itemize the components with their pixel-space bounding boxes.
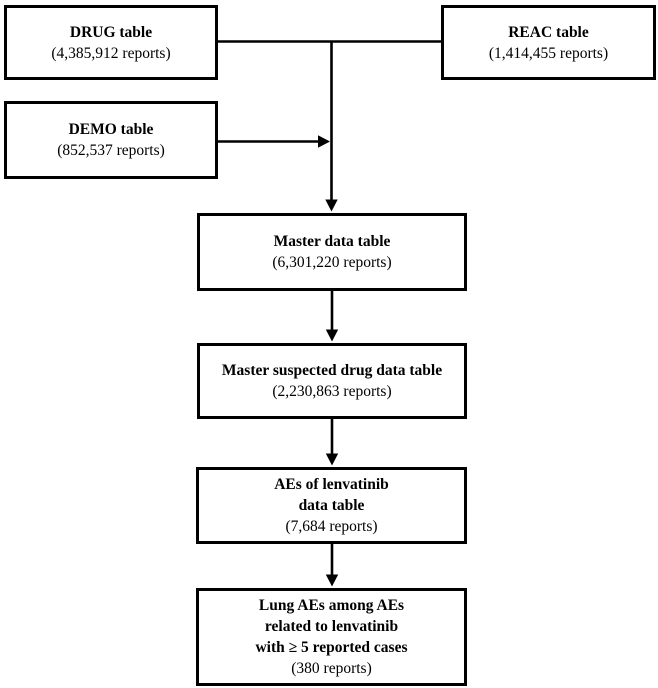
box-demo-table: DEMO table (852,537 reports) [4, 101, 218, 179]
box-count: (6,301,220 reports) [272, 254, 392, 271]
box-title: REAC table [508, 23, 589, 41]
box-title-line1: AEs of lenvatinib [274, 476, 389, 493]
box-title: DEMO table [68, 121, 154, 138]
box-title: Master data table [273, 233, 391, 250]
box-title-line1: Lung AEs among AEs [258, 597, 405, 614]
box-count: (380 reports) [291, 660, 372, 677]
arrowhead-junction-to-master [325, 199, 338, 212]
box-master-suspected-drug-table: Master suspected drug data table (2,230,… [197, 343, 467, 419]
box-count: (852,537 reports) [57, 142, 165, 159]
box-aes-lenvatinib-table: AEs of lenvatinib data table (7,684 repo… [196, 467, 467, 544]
box-title-line2: related to lenvatinib [264, 618, 399, 635]
box-drug-table: DRUG table (4,385,912 reports) [4, 5, 218, 80]
box-lung-aes: Lung AEs among AEs related to lenvatinib… [196, 588, 467, 686]
arrowhead-aes-to-lung [325, 574, 339, 587]
box-title-line2: data table [298, 497, 365, 514]
box-title: Master suspected drug data table [221, 362, 443, 379]
arrowhead-suspected-to-aes [325, 453, 339, 466]
box-count: (7,684 reports) [285, 518, 378, 535]
box-master-data-table: Master data table (6,301,220 reports) [197, 213, 467, 291]
arrowhead-demo-to-junction [318, 135, 330, 148]
box-reac-table: REAC table (1,414,455 reports) [441, 5, 656, 80]
box-count: (1,414,455 reports) [488, 44, 609, 62]
box-title: DRUG table [69, 23, 153, 41]
box-count: (2,230,863 reports) [272, 383, 392, 400]
box-count: (4,385,912 reports) [51, 44, 171, 62]
box-title-line3: with ≥ 5 reported cases [255, 639, 408, 656]
arrowhead-master-to-suspected [325, 329, 339, 342]
